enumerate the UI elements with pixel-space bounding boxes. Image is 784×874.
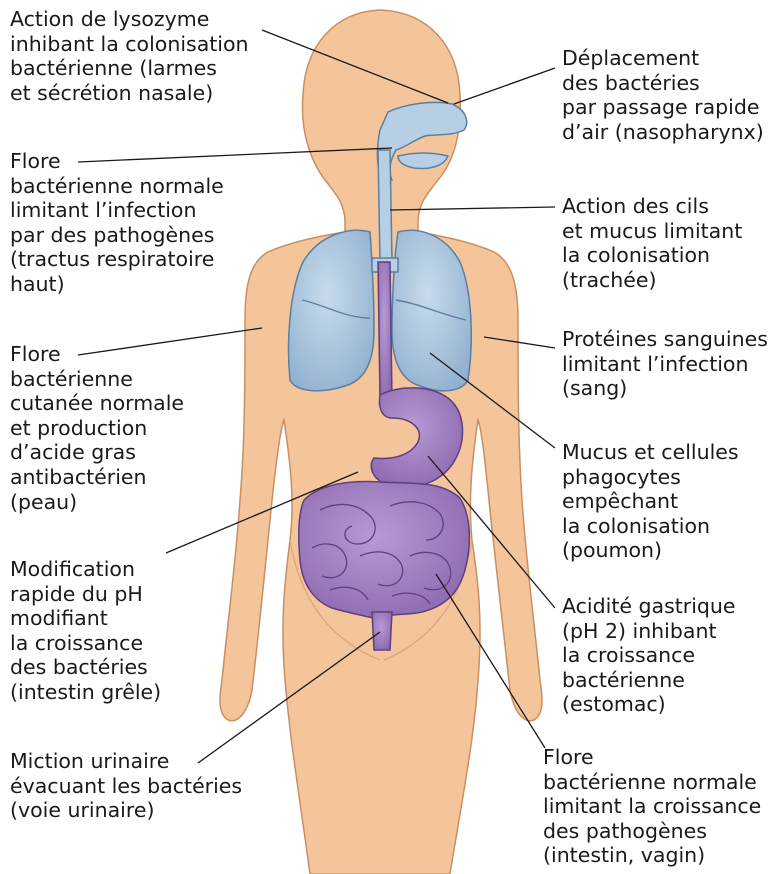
label-skin-flora: Flore bactérienne cutanée normale et pro…	[10, 342, 184, 514]
label-blood-proteins: Protéines sanguines limitant l’infection…	[562, 327, 768, 401]
label-phagocytes: Mucus et cellules phagocytes empêchant l…	[562, 440, 739, 563]
label-lysozyme: Action de lysozyme inhibant la colonisat…	[10, 7, 249, 105]
intestines	[299, 482, 470, 620]
label-gut-flora: Flore bactérienne normale limitant la cr…	[543, 745, 761, 868]
label-upper-resp-flora: Flore bactérienne normale limitant l’inf…	[10, 149, 224, 297]
label-gastric-acidity: Acidité gastrique (pH 2) inhibant la cro…	[562, 594, 736, 717]
label-urination: Miction urinaire évacuant les bactéries …	[10, 749, 242, 823]
label-air-flow: Déplacement des bactéries par passage ra…	[562, 46, 764, 144]
trachea	[378, 150, 392, 262]
esophagus	[378, 262, 392, 400]
label-cilia: Action des cils et mucus limitant la col…	[562, 194, 742, 292]
rectum	[372, 612, 392, 650]
label-ph-change: Modification rapide du pH modifiant la c…	[10, 557, 161, 705]
leader-air-flow	[454, 68, 555, 104]
